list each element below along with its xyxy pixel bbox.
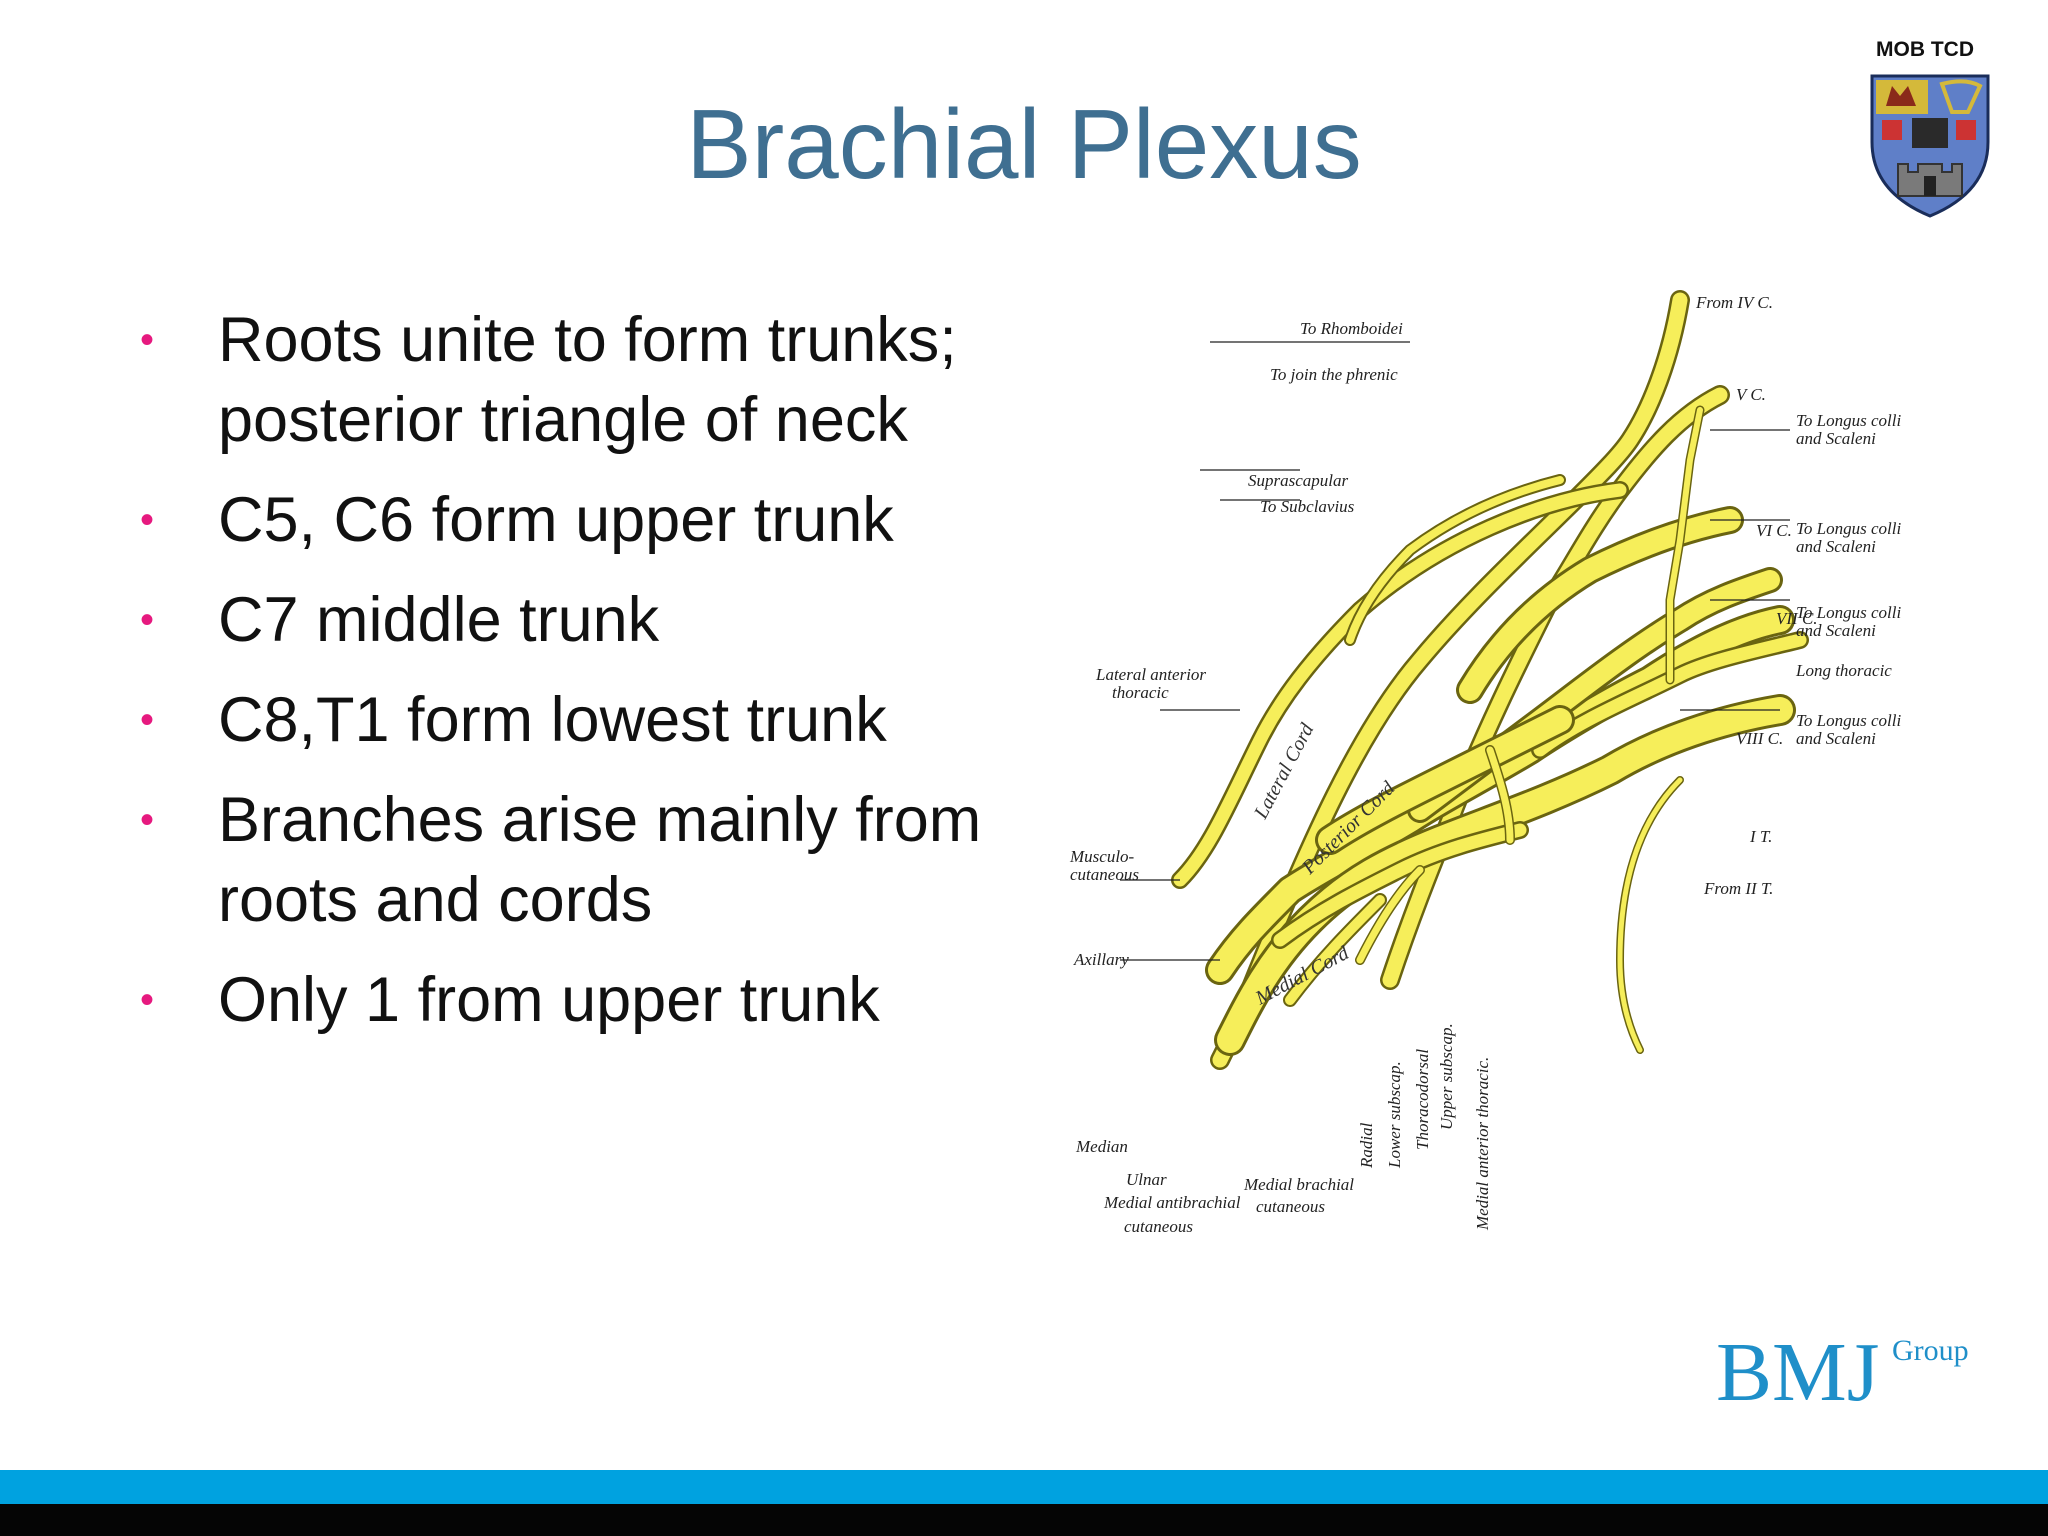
label-radial: Radial	[1357, 1122, 1376, 1169]
bullet-dot: •	[140, 978, 155, 1022]
label-medial-anterior-thoracic: Medial anterior thoracic.	[1473, 1057, 1492, 1231]
footer-bar-black	[0, 1504, 2048, 1536]
footer-bar-blue	[0, 1470, 2048, 1504]
bullet-text: C8,T1 form lowest trunk	[218, 685, 887, 755]
list-item: • C7 middle trunk	[140, 580, 1070, 660]
list-item: • Branches arise mainly from roots and co…	[140, 780, 1070, 940]
bullet-text: C5, C6 form upper trunk	[218, 485, 894, 555]
label-lateral-anterior: Lateral anterior	[1095, 665, 1206, 684]
leader-lines	[1120, 341, 1790, 961]
bullet-text: Branches arise mainly from roots and cor…	[218, 785, 982, 935]
label-and-scaleni: and Scaleni	[1796, 429, 1876, 448]
bmj-group-logo: BMJ Group	[1716, 1326, 1969, 1419]
bullet-text: C7 middle trunk	[218, 585, 660, 655]
label-to-subclavius: To Subclavius	[1260, 497, 1355, 516]
label-thoracic: thoracic	[1112, 683, 1169, 702]
nerve-path	[1533, 633, 1807, 757]
bmj-group-text: Group	[1892, 1334, 1969, 1367]
nerve-path	[1173, 483, 1627, 887]
nerve-path	[1346, 476, 1564, 644]
label-to-longus-colli: To Longus colli	[1796, 519, 1901, 538]
label-from-iv-c: From IV C.	[1695, 293, 1773, 312]
label-thoracodorsal: Thoracodorsal	[1413, 1049, 1432, 1150]
label-to-rhomboidei: To Rhomboidei	[1300, 319, 1403, 338]
label-and-scaleni: and Scaleni	[1796, 537, 1876, 556]
label-long-thoracic: Long thoracic	[1795, 661, 1892, 680]
label-vii-c: VII C.	[1776, 609, 1818, 628]
nerve-path	[1486, 746, 1514, 844]
label-axillary: Axillary	[1073, 950, 1129, 969]
bullet-dot: •	[140, 698, 155, 742]
label-and-scaleni: and Scaleni	[1796, 621, 1876, 640]
bullet-dot: •	[140, 498, 155, 542]
nerve-path	[1617, 777, 1683, 1053]
label-to-longus-colli: To Longus colli	[1796, 711, 1901, 730]
label-to-join-phrenic: To join the phrenic	[1270, 365, 1398, 384]
label-upper-subscap: Upper subscap.	[1437, 1023, 1456, 1130]
label-median: Median	[1075, 1137, 1128, 1156]
label-from-ii-t: From II T.	[1703, 879, 1773, 898]
list-item: • C8,T1 form lowest trunk	[140, 680, 1070, 760]
label-musculo: Musculo-	[1069, 847, 1135, 866]
label-and-scaleni: and Scaleni	[1796, 729, 1876, 748]
label-i-t: I T.	[1749, 827, 1772, 846]
nerve-path	[1318, 708, 1572, 852]
label-medial-antibrachial: Medial antibrachial	[1103, 1193, 1241, 1212]
nerve-path	[1285, 895, 1385, 1005]
list-item: • C5, C6 form upper trunk	[140, 480, 1070, 560]
label-suprascapular: Suprascapular	[1248, 471, 1349, 490]
label-cutaneous: cutaneous	[1124, 1217, 1193, 1236]
bullet-dot: •	[140, 798, 155, 842]
label-lower-subscap: Lower subscap.	[1385, 1061, 1404, 1169]
nerve-path	[1273, 823, 1527, 947]
label-cutaneous: cutaneous	[1070, 865, 1139, 884]
label-v-c: V C.	[1736, 385, 1766, 404]
slide-title: Brachial Plexus	[686, 89, 1362, 199]
bmj-logo-text: BMJ	[1716, 1326, 1879, 1419]
label-vi-c: VI C.	[1756, 521, 1792, 540]
institution-tag: MOB TCD	[1876, 38, 1974, 61]
bullet-dot: •	[140, 318, 155, 362]
nerve-path	[1356, 866, 1424, 964]
bullet-text: Only 1 from upper trunk	[218, 965, 880, 1035]
list-item: • Roots unite to form trunks; posterior t…	[140, 300, 1070, 460]
crest-icon	[1870, 74, 1990, 218]
label-to-longus-colli: To Longus colli	[1796, 603, 1901, 622]
bullet-dot: •	[140, 598, 155, 642]
label-viii-c: VIII C.	[1736, 729, 1783, 748]
label-ulnar: Ulnar	[1126, 1170, 1167, 1189]
brachial-plexus-diagram: From IV C. V C. VI C. VII C. VIII C. I T…	[1069, 290, 1901, 1236]
list-item: • Only 1 from upper trunk	[140, 960, 1070, 1040]
bullet-text: Roots unite to form trunks; posterior tr…	[218, 305, 957, 455]
bullet-list: • Roots unite to form trunks; posterior t…	[140, 300, 1070, 1060]
label-cutaneous: cutaneous	[1256, 1197, 1325, 1216]
label-medial-brachial: Medial brachial	[1243, 1175, 1354, 1194]
nerve-outlines	[1171, 290, 1809, 1070]
nerve-path	[1667, 407, 1703, 683]
label-to-longus-colli: To Longus colli	[1796, 411, 1901, 430]
nerve-path	[1217, 697, 1793, 1053]
